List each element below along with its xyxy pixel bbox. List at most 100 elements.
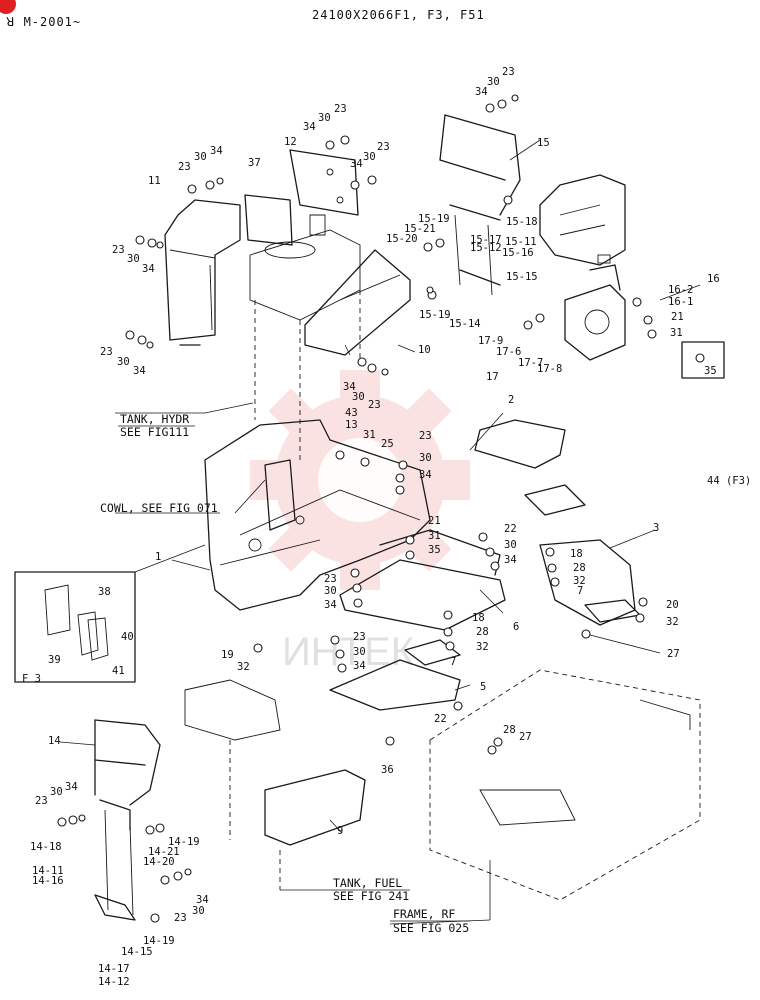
svg-text:34: 34 — [142, 263, 155, 275]
svg-text:15-18: 15-18 — [506, 216, 538, 228]
svg-text:30: 30 — [194, 151, 207, 163]
svg-text:40: 40 — [121, 631, 134, 643]
svg-text:34: 34 — [419, 469, 432, 481]
svg-text:15-20: 15-20 — [386, 233, 418, 245]
svg-text:11: 11 — [148, 175, 161, 187]
svg-text:23: 23 — [502, 66, 515, 78]
svg-text:23: 23 — [419, 430, 432, 442]
part-12-plate — [289, 149, 359, 216]
svg-text:39: 39 — [48, 654, 61, 666]
svg-text:22: 22 — [434, 713, 447, 725]
part-44-plate — [524, 484, 586, 516]
svg-text:17-8: 17-8 — [537, 363, 562, 375]
svg-text:15-21: 15-21 — [404, 223, 436, 235]
part-1-deck — [204, 419, 431, 611]
svg-text:30: 30 — [487, 76, 500, 88]
svg-text:17-9: 17-9 — [478, 335, 503, 347]
svg-text:15-12: 15-12 — [470, 242, 502, 254]
svg-text:2: 2 — [508, 394, 514, 406]
frame-ref-1: FRAME, RF — [393, 907, 455, 921]
svg-text:1: 1 — [155, 551, 161, 563]
svg-text:27: 27 — [519, 731, 532, 743]
svg-text:32: 32 — [573, 575, 586, 587]
hydr-tank — [249, 214, 361, 460]
svg-text:15-11: 15-11 — [505, 236, 537, 248]
fuel-tank-ref-1: TANK, FUEL — [333, 876, 402, 890]
seat-mount-icon — [597, 254, 611, 264]
svg-text:15: 15 — [537, 137, 550, 149]
svg-text:21: 21 — [428, 515, 441, 527]
svg-text:34: 34 — [65, 781, 78, 793]
part-2-plate — [474, 419, 566, 469]
svg-text:30: 30 — [318, 112, 331, 124]
svg-text:30: 30 — [324, 585, 337, 597]
svg-text:10: 10 — [418, 344, 431, 356]
model-code: 24100X2066F1, F3, F51 — [312, 8, 485, 22]
svg-text:14-15: 14-15 — [121, 946, 153, 958]
part-11-bracket — [164, 199, 241, 346]
svg-text:30: 30 — [353, 646, 366, 658]
frame-ref-2: SEE FIG 025 — [393, 921, 469, 935]
svg-text:12: 12 — [284, 136, 297, 148]
svg-text:23: 23 — [174, 912, 187, 924]
svg-text:35: 35 — [428, 544, 441, 556]
part-35-box — [681, 341, 725, 379]
svg-text:34: 34 — [350, 158, 363, 170]
svg-text:15-19: 15-19 — [418, 213, 450, 225]
svg-text:30: 30 — [50, 786, 63, 798]
svg-text:15-15: 15-15 — [506, 271, 538, 283]
svg-text:27: 27 — [667, 648, 680, 660]
svg-text:34: 34 — [324, 599, 337, 611]
svg-text:32: 32 — [666, 616, 679, 628]
svg-text:14-18: 14-18 — [30, 841, 62, 853]
svg-text:32: 32 — [476, 641, 489, 653]
svg-text:SEE FIG111: SEE FIG111 — [120, 425, 189, 439]
svg-text:14-19: 14-19 — [168, 836, 200, 848]
svg-text:44 (F3): 44 (F3) — [707, 475, 751, 487]
svg-text:30: 30 — [363, 151, 376, 163]
corner-badge — [0, 0, 16, 14]
fuel-tank — [184, 679, 366, 890]
svg-text:30: 30 — [504, 539, 517, 551]
svg-text:15-17: 15-17 — [470, 234, 502, 246]
svg-text:23: 23 — [324, 573, 337, 585]
svg-text:3: 3 — [653, 522, 659, 534]
svg-text:15-19: 15-19 — [419, 309, 451, 321]
svg-text:34: 34 — [210, 145, 223, 157]
svg-text:23: 23 — [112, 244, 125, 256]
svg-text:34: 34 — [133, 365, 146, 377]
svg-text:23: 23 — [35, 795, 48, 807]
svg-text:15-16: 15-16 — [502, 247, 534, 259]
part-17-bracket — [564, 264, 626, 361]
svg-text:14-20: 14-20 — [143, 856, 175, 868]
svg-text:34: 34 — [196, 894, 209, 906]
svg-text:14-11: 14-11 — [32, 865, 64, 877]
part-7-pad — [404, 639, 461, 666]
svg-text:6: 6 — [513, 621, 519, 633]
svg-text:7: 7 — [450, 656, 456, 668]
svg-text:23: 23 — [100, 346, 113, 358]
part-10-guard — [304, 249, 411, 356]
part-15-seat-frame — [439, 114, 521, 296]
svg-text:31: 31 — [670, 327, 683, 339]
svg-text:20: 20 — [666, 599, 679, 611]
svg-text:34: 34 — [504, 554, 517, 566]
svg-text:23: 23 — [178, 161, 191, 173]
svg-text:31: 31 — [363, 429, 376, 441]
svg-text:14-21: 14-21 — [148, 846, 180, 858]
part-14-step — [94, 719, 161, 921]
svg-text:32: 32 — [237, 661, 250, 673]
svg-text:18: 18 — [570, 548, 583, 560]
svg-text:16: 16 — [707, 273, 720, 285]
part-5-plate — [329, 659, 461, 711]
leader-lines — [59, 139, 701, 925]
svg-text:23: 23 — [377, 141, 390, 153]
serial-range: ꓤ M-2001~ — [6, 15, 81, 29]
svg-text:28: 28 — [476, 626, 489, 638]
svg-text:7: 7 — [577, 585, 583, 597]
seat — [539, 174, 626, 266]
watermark-text: ИНТЕК — [282, 630, 415, 674]
svg-text:14-16: 14-16 — [32, 875, 64, 887]
svg-text:41: 41 — [112, 665, 125, 677]
